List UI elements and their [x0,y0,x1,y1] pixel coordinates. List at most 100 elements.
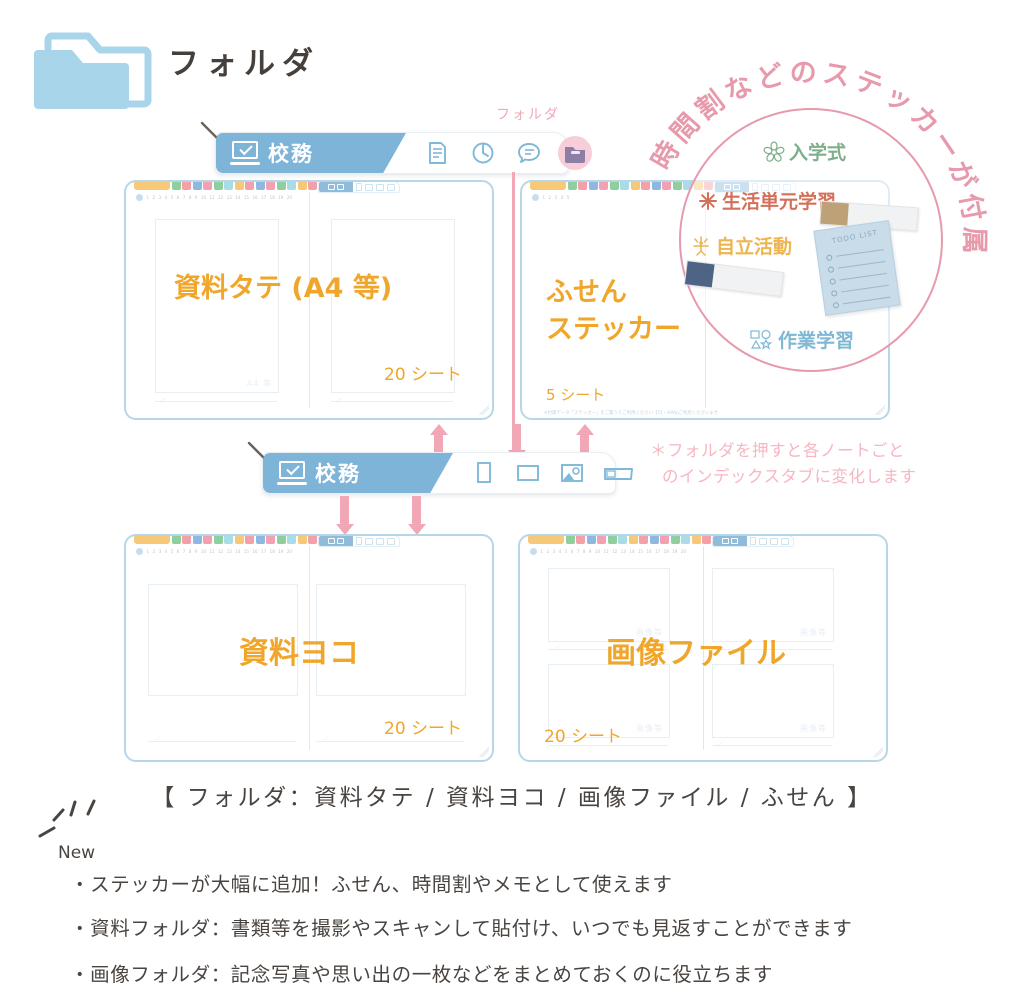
page-curl-corner [479,405,489,415]
annotation-line-1: ＊フォルダを押すと各ノートごと [650,441,905,460]
frame-placeholder-label: 画像等 [800,724,827,733]
tab-koumu[interactable]: 校務 [263,453,453,493]
landscape-rect-icon[interactable] [365,537,373,545]
image-icon[interactable] [559,460,585,486]
page-frame-bl: 画像等 [548,664,670,738]
sticker-nyugakushiki: 入学式 [763,138,846,165]
arc-text-char: の [789,57,818,90]
notebook-sheets: 20 シート [384,365,463,385]
top-navbar: 校務 [200,121,592,174]
notebook-spine [309,192,310,408]
new-burst-icon [38,798,108,844]
sticker-showcase-circle [679,108,943,372]
landscape-rect-icon[interactable] [515,460,541,486]
page-title: フォルダ [168,46,320,82]
image-icon[interactable] [770,537,778,545]
notebook-mini-navbar[interactable] [318,536,400,547]
shapes-icon [750,329,773,350]
mini-tab-koumu[interactable] [713,536,747,546]
frame-placeholder-label: A4 等 [246,379,272,388]
bullet-item-2: ・資料フォルダ：書類等を撮影やスキャンして貼付け、いつでも見返すことができます [70,917,853,940]
folder-callout-label: フォルダ [496,107,560,123]
laptop-check-icon [277,461,307,485]
index-tab-active[interactable] [134,536,170,544]
notebook-sheets: 5 シート [546,386,606,404]
sticky-note-icon[interactable] [603,460,635,486]
frame-placeholder-label: 画像等 [636,724,663,733]
notebook-title: 画像ファイル [606,636,786,671]
arc-text-char: ど [753,59,787,96]
frame-placeholder-label: 画像等 [800,628,827,637]
arrow-up-to-fusen [575,424,594,461]
notebook-mini-navbar[interactable] [712,536,794,547]
bottom-caption: 【 フォルダ：資料タテ / 資料ヨコ / 画像ファイル / ふせん 】 [151,785,873,811]
index-tab-active[interactable] [528,536,564,544]
notebook-mini-navbar[interactable] [318,182,400,193]
portrait-rect-icon[interactable] [356,537,362,545]
index-tab-strip[interactable] [528,536,743,544]
portrait-rect-icon[interactable] [750,537,756,545]
page-frame-tr: 画像等 [712,568,834,642]
arc-text-char: 付 [953,190,989,224]
chat-icon[interactable] [516,140,542,166]
connector-line-folder [512,172,515,420]
page-frame-right [331,219,455,393]
index-tab-strip[interactable] [134,182,349,190]
arrow-down-to-gazo-file [407,496,426,535]
image-icon[interactable] [376,537,384,545]
middle-navbar: 校務 [247,441,633,494]
arrow-up-to-shiryo-tate [429,424,448,461]
landscape-rect-icon[interactable] [365,183,373,191]
annotation-line-2: のインデックスタブに変化します [662,466,917,486]
page-frame-left: A4 等 [155,219,279,393]
tab-koumu[interactable]: 校務 [216,133,406,173]
notebook-sheets: 20 シート [544,727,623,747]
portrait-rect-icon[interactable] [471,460,497,486]
landscape-rect-icon[interactable] [759,537,767,545]
page-curl-corner [873,747,883,757]
sticky-note-icon[interactable] [387,183,395,191]
arc-text-char: ス [820,57,853,93]
todo-list-title: TODO LIST [831,228,879,246]
sticky-note-icon[interactable] [781,537,789,545]
todo-list-sticker: TODO LIST [813,220,901,316]
bullet-item-3: ・画像フォルダ：記念写真や思い出の一枚などをまとめておくのに役立ちます [70,963,773,986]
asterisk-flower-icon [699,191,717,210]
sticker-seikatsu-tangen-gakushu: 生活単元学習 [698,187,836,214]
portrait-rect-icon[interactable] [356,183,362,191]
clock-refresh-icon[interactable] [470,140,496,166]
sticker-sagyo-gakushu: 作業学習 [750,326,854,353]
index-tab-strip[interactable] [134,536,349,544]
index-tab-active[interactable] [530,182,566,190]
index-tab-active[interactable] [134,182,170,190]
page-curl-corner [479,747,489,757]
page-curl-corner [875,405,885,415]
page-frame-right [316,584,466,696]
folder-icon[interactable] [558,136,592,170]
mini-tab-koumu[interactable] [319,182,353,192]
notebook-title-line1: ふせん [546,277,627,308]
image-icon[interactable] [376,183,384,191]
notebook-spine [703,546,704,750]
document-icon[interactable] [424,140,450,166]
mini-tab-koumu[interactable] [319,536,353,546]
notebook-footnote: ※付属データ「ステッカー」をご覧うえご利用ください【1】・※Wipご利用ください… [544,411,719,416]
middle-navbar-annotation: ＊フォルダを押すと各ノートごと のインデックスタブに変化します [650,438,917,489]
page-frame-tl: 画像等 [548,568,670,642]
notebook-sheets: 20 シート [384,719,463,739]
person-raise-icon [693,235,709,256]
laptop-check-icon [230,141,260,165]
folder-icon [30,22,152,122]
new-label: New [58,843,96,863]
page-frame-br: 画像等 [712,664,834,738]
sticky-note-icon[interactable] [387,537,395,545]
bullet-item-1: ・ステッカーが大幅に追加！ふせん、時間割やメモとして使えます [70,873,673,896]
notebook-title: 資料ヨコ [239,636,359,671]
page-frame-left [148,584,298,696]
